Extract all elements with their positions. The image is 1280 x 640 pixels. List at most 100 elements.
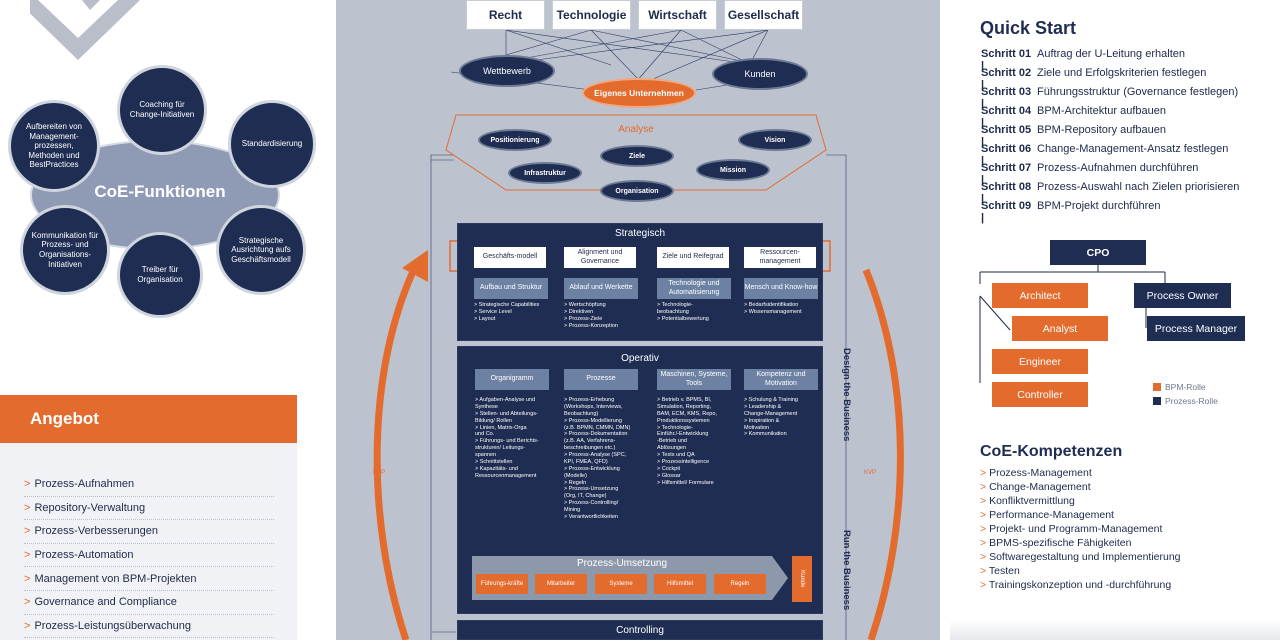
org-chart-lines — [979, 264, 1166, 383]
kompetenz-item: > Change-Management — [980, 481, 1091, 493]
coe-circle-coaching: Coaching für Change-Initiativen — [117, 65, 207, 155]
controlling-title: Controlling — [616, 625, 664, 636]
umsetzung-mitarbeiter: Mitarbeiter — [535, 574, 587, 594]
legend-prozess-swatch — [1153, 397, 1161, 405]
analyse-positionierung: Positionierung — [478, 129, 552, 151]
umsetzung-kunde-label: Kunde — [799, 570, 805, 588]
org-cpo: CPO — [1050, 240, 1146, 265]
coe-circle-label: Strategische Ausrichtung aufs Geschäftsm… — [231, 235, 291, 264]
umsetzung-kunde: Kunde — [792, 556, 812, 602]
org-process-manager: Process Manager — [1147, 316, 1245, 341]
factor-recht: Recht — [466, 0, 545, 30]
strategisch-ziele: Ziele und Reifegrad — [657, 247, 729, 268]
strategisch-mensch: Mensch und Know-how — [744, 278, 818, 299]
coe-circle-label: Treiber für Organisation — [137, 265, 183, 284]
legend-bpm-label: BPM-Rolle — [1165, 382, 1206, 392]
strategisch-ressourcen: Ressourcen-management — [744, 247, 816, 268]
coe-circle-label: Coaching für Change-Initiativen — [129, 100, 195, 119]
operativ-maschinen: Maschinen, Systeme, Tools — [657, 369, 731, 390]
legend-bpm: BPM-Rolle — [1153, 382, 1206, 392]
panel-controlling: Controlling — [457, 620, 823, 640]
strategisch-geschaeftsmodell: Geschäfts-modell — [474, 247, 546, 268]
panel-strategisch: Strategisch Geschäfts-modell Alignment u… — [457, 223, 823, 341]
design-business-label: Design the Business — [841, 348, 852, 442]
operativ-list: > Schulung & Training > Leadership & Cha… — [744, 397, 798, 438]
kompetenz-item: > Konfliktvermittlung — [980, 495, 1075, 507]
strategisch-title: Strategisch — [614, 228, 666, 239]
quickstart-step: Schritt 04 |BPM-Architektur aufbauen — [981, 105, 1167, 129]
kompetenz-item: > Softwaregestaltung und Implementierung — [980, 551, 1181, 563]
angebot-title: Angebot — [30, 409, 99, 428]
coe-circle-treiber: Treiber für Organisation — [117, 232, 203, 318]
analyse-title: Analyse — [618, 124, 654, 135]
angebot-header: Angebot — [0, 395, 297, 443]
umsetzung-title: Prozess-Umsetzung — [576, 558, 668, 569]
oval-wettbewerb: Wettbewerb — [459, 55, 555, 87]
angebot-item[interactable]: >Prozess-Leistungsüberwachung — [24, 615, 274, 639]
operativ-list: > Aufgaben-Analyse und Synthese > Stelle… — [475, 397, 539, 479]
legend-prozess: Prozess-Rolle — [1153, 396, 1218, 406]
center-diagram: Recht Technologie Wirtschaft Gesellschaf… — [336, 0, 940, 640]
org-controller: Controller — [992, 382, 1088, 407]
umsetzung-regeln: Regeln — [714, 574, 766, 594]
kompetenz-item: > Prozess-Management — [980, 467, 1092, 479]
analyse-mission: Mission — [696, 159, 770, 181]
operativ-kompetenz: Kompetenz und Motivation — [744, 369, 818, 390]
quickstart-steps: Schritt 01 |Auftrag der U-Leitung erhalt… — [981, 48, 1271, 224]
coe-circle-aufbereiten: Aufbereiten von Management-prozessen, Me… — [8, 100, 100, 192]
kvp-right-label: KVP — [864, 470, 877, 476]
quickstart-step: Schritt 02 |Ziele und Erfolgskriterien f… — [981, 67, 1207, 91]
angebot-item[interactable]: >Repository-Verwaltung — [24, 497, 274, 521]
coe-circle-label: Kommunikation für Prozess- und Organisat… — [31, 230, 99, 269]
coe-circle-kommunikation: Kommunikation für Prozess- und Organisat… — [20, 205, 110, 295]
umsetzung-systeme: Systeme — [595, 574, 647, 594]
kvp-left-label: KVP — [373, 470, 386, 476]
strategisch-list: > Wertschöpfung > Direktiven > Prozess-Z… — [564, 302, 618, 329]
run-business-label: Run the Business — [841, 530, 852, 611]
right-column: Quick Start Schritt 01 |Auftrag der U-Le… — [950, 0, 1280, 640]
org-architect: Architect — [992, 283, 1088, 308]
kompetenz-item: > Performance-Management — [980, 509, 1114, 521]
analyse-ziele: Ziele — [600, 145, 674, 167]
angebot-item[interactable]: >Prozess-Verbesserungen — [24, 520, 274, 544]
strategisch-ablauf: Ablauf und Werkette — [564, 278, 638, 299]
quickstart-step: Schritt 08 |Prozess-Auswahl nach Zielen … — [981, 181, 1240, 205]
kompetenz-item: > Projekt- und Programm-Management — [980, 523, 1163, 535]
org-analyst: Analyst — [1012, 316, 1108, 341]
coe-circle-label: Aufbereiten von Management-prozessen, Me… — [25, 122, 83, 170]
quickstart-step: Schritt 07 |Prozess-Aufnahmen durchführe… — [981, 162, 1199, 186]
strategisch-aufbau: Aufbau und Struktur — [474, 278, 548, 299]
logo-chevron-icon — [30, 0, 140, 60]
kompetenz-item: > Testen — [980, 565, 1020, 577]
umsetzung-hilfsmittel: Hilfsmittel — [654, 574, 706, 594]
umsetzung-fuehrung: Führungs-kräfte — [476, 574, 528, 594]
angebot-item[interactable]: >Governance and Compliance — [24, 591, 274, 615]
strategisch-list: > Bedarfsidentifikation > Wissensmanagem… — [744, 302, 802, 315]
angebot-list: >Prozess-Aufnahmen >Repository-Verwaltun… — [0, 443, 297, 640]
operativ-title: Operativ — [621, 353, 659, 364]
strategisch-alignment: Alignment und Governance — [564, 247, 636, 268]
coe-circle-label: Standardisierung — [241, 139, 303, 149]
angebot-item[interactable]: >Prozess-Automation — [24, 544, 274, 568]
kompetenzen-title: CoE-Kompetenzen — [980, 443, 1123, 460]
org-engineer: Engineer — [992, 349, 1088, 374]
kompetenz-item: > Trainingskonzeption und -durchführung — [980, 579, 1172, 591]
kompetenzen-list: > Prozess-Management > Change-Management… — [980, 467, 1270, 593]
oval-eigenes-unternehmen: Eigenes Unternehmen — [582, 78, 696, 108]
legend-prozess-label: Prozess-Rolle — [1165, 396, 1218, 406]
angebot-item[interactable]: >Management von BPM-Projekten — [24, 567, 274, 591]
coe-title: CoE-Funktionen — [94, 182, 226, 201]
analyse-infrastruktur: Infrastruktur — [508, 162, 582, 184]
operativ-list: > Betrieb v. BPMS, BI, Simulation, Repor… — [657, 397, 717, 486]
strategisch-technologie: Technologie und Automatisierung — [657, 278, 731, 299]
factor-wirtschaft: Wirtschaft — [638, 0, 717, 30]
analyse-organisation: Organisation — [600, 180, 674, 202]
angebot-item[interactable]: >Prozess-Aufnahmen — [24, 473, 274, 497]
operativ-list: > Prozess-Erhebung (Workshops, Interview… — [564, 397, 631, 520]
coe-circle-strategische: Strategische Ausrichtung aufs Geschäftsm… — [216, 205, 306, 295]
quickstart-title: Quick Start — [980, 18, 1077, 38]
bottom-fade — [950, 620, 1280, 640]
operativ-prozesse: Prozesse — [564, 369, 638, 390]
analyse-vision: Vision — [738, 129, 812, 151]
quickstart-step: Schritt 06 |Change-Management-Ansatz fes… — [981, 143, 1229, 167]
